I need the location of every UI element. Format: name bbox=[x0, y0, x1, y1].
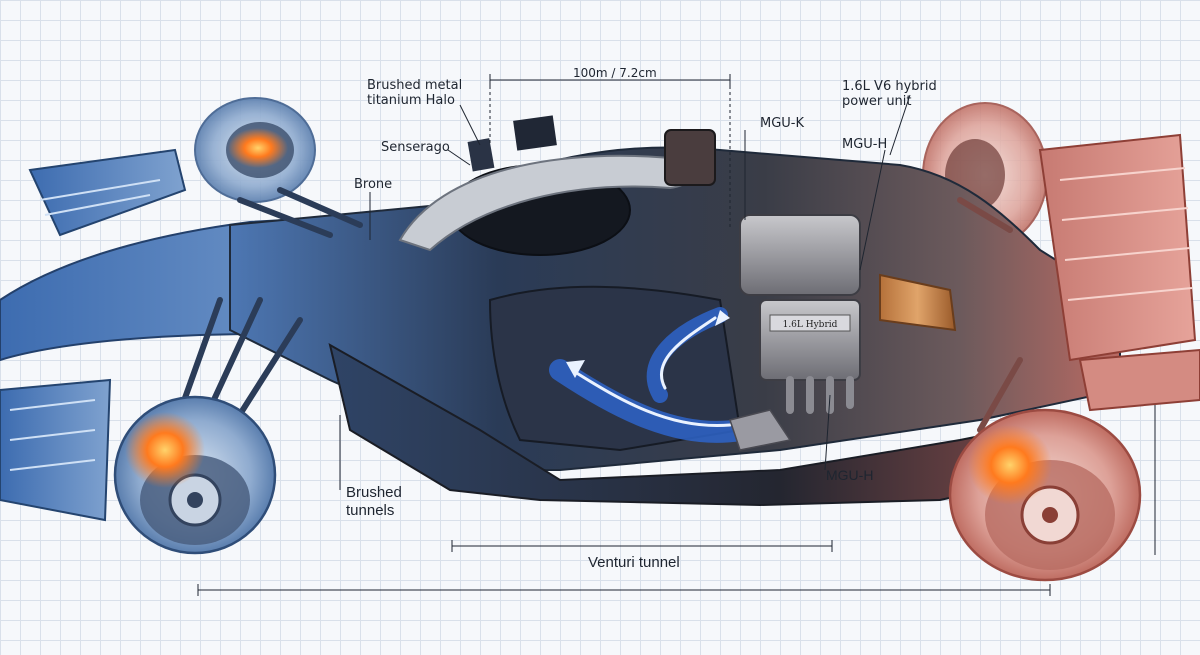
tunnels-line-1: Brushed bbox=[346, 484, 402, 501]
brushed-tunnels-label: Brushed tunnels bbox=[346, 484, 402, 520]
tunnels-line-2: tunnels bbox=[346, 502, 395, 519]
rear-wheel-bottom bbox=[948, 408, 1142, 582]
halo-label-line-2: titanium Halo bbox=[367, 93, 455, 108]
engine-plate: 1.6L Hybrid bbox=[783, 320, 838, 330]
sidepod bbox=[488, 285, 742, 452]
front-wheel-top bbox=[194, 97, 316, 203]
halo-label: Brushed metal titanium Halo bbox=[367, 78, 462, 108]
power-unit-engine: 1.6L Hybrid bbox=[729, 214, 957, 451]
front-wing bbox=[0, 148, 187, 522]
mgu-k-label: MGU-K bbox=[760, 116, 805, 131]
airflow-arrows bbox=[549, 307, 751, 443]
power-unit-line-1: 1.6L V6 hybrid bbox=[842, 79, 937, 94]
rear-wing bbox=[1038, 133, 1200, 412]
senserago-label: Senserago bbox=[381, 140, 450, 155]
halo-label-line-1: Brushed metal bbox=[367, 78, 463, 93]
dimension-label: 100m / 7.2cm bbox=[573, 66, 657, 80]
brone-label: Brone bbox=[354, 177, 393, 192]
turbo-mgu-h bbox=[879, 273, 957, 332]
power-unit-line-2: power unit bbox=[842, 94, 912, 109]
leader-lines bbox=[197, 74, 1156, 596]
venturi-tunnel-label: Venturi tunnel bbox=[588, 554, 680, 571]
mgu-h-bottom-label: MGU-H bbox=[826, 467, 874, 483]
front-wheel-bottom bbox=[113, 395, 277, 555]
cockpit bbox=[398, 115, 695, 256]
mgu-h-top-label: MGU-H bbox=[842, 137, 888, 152]
airbox bbox=[664, 129, 716, 186]
power-unit-label: 1.6L V6 hybrid power unit bbox=[842, 79, 937, 109]
